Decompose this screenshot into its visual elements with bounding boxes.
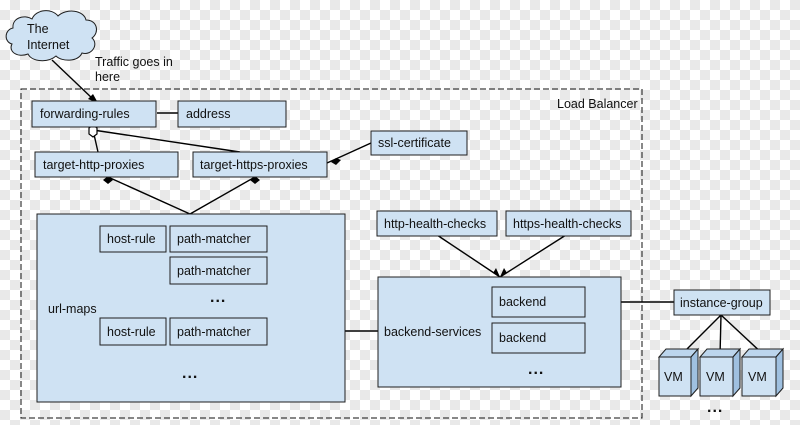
vm-node-3: VM <box>740 347 785 398</box>
diamond-icon <box>331 158 341 165</box>
url-maps-label: url-maps <box>48 302 97 316</box>
path-matcher-node-3: path-matcher <box>169 317 268 346</box>
vm-label-1: VM <box>664 370 683 384</box>
ssl-certificate-node: ssl-certificate <box>370 130 468 156</box>
url-maps-ellipsis: ... <box>182 365 198 382</box>
path-matcher-node-2: path-matcher <box>169 256 268 285</box>
internet-label-line2: Internet <box>27 38 70 52</box>
cloud-icon <box>5 10 98 62</box>
target-https-proxies-label: target-https-proxies <box>200 158 308 172</box>
backend-node-2: backend <box>491 322 586 354</box>
host-rule-label-1: host-rule <box>107 232 156 246</box>
edge-http-health-backendservices <box>436 234 501 278</box>
backend-services-label: backend-services <box>384 325 481 339</box>
internet-label-line1: The <box>27 22 49 36</box>
target-http-proxies-label: target-http-proxies <box>43 158 144 172</box>
address-node: address <box>177 100 287 128</box>
traffic-note-line2: here <box>95 70 120 84</box>
edge-https-proxy-urlmaps <box>189 176 256 215</box>
cube-side-icon <box>690 347 699 398</box>
vm-ellipsis: ... <box>707 399 723 416</box>
vm-label-2: VM <box>706 370 725 384</box>
edge-https-health-backendservices <box>499 234 567 278</box>
edge-internet-to-forwarding <box>51 59 95 101</box>
target-https-proxies-node: target-https-proxies <box>192 151 328 178</box>
backend-label-2: backend <box>499 331 546 345</box>
backend-ellipsis: ... <box>528 361 544 378</box>
path-matcher-label-3: path-matcher <box>177 325 251 339</box>
vm-box-1 <box>658 356 692 397</box>
path-matcher-label-2: path-matcher <box>177 264 251 278</box>
path-matcher-node-1: path-matcher <box>169 225 268 253</box>
forwarding-rules-node: forwarding-rules <box>31 100 157 128</box>
forwarding-rules-label: forwarding-rules <box>40 107 130 121</box>
edge-http-proxy-urlmaps <box>107 176 191 215</box>
cube-side-icon <box>775 347 784 398</box>
path-matcher-label-1: path-matcher <box>177 232 251 246</box>
path-matcher-ellipsis: ... <box>210 289 226 306</box>
https-health-checks-node: https-health-checks <box>505 210 632 237</box>
traffic-note-line1: Traffic goes in <box>95 55 173 69</box>
instance-group-label: instance-group <box>680 296 763 310</box>
vm-label-3: VM <box>748 370 767 384</box>
host-rule-node-2: host-rule <box>99 317 167 346</box>
internet-cloud: The Internet <box>5 10 98 62</box>
hollow-hexagon-icon <box>88 124 98 138</box>
host-rule-node-1: host-rule <box>99 225 167 253</box>
address-label: address <box>186 107 230 121</box>
target-http-proxies-node: target-http-proxies <box>34 151 179 178</box>
edge-forwarding-https-proxy <box>92 129 241 153</box>
host-rule-label-2: host-rule <box>107 325 156 339</box>
vm-box-2 <box>699 356 734 397</box>
diamond-icon <box>250 176 260 184</box>
vm-node-2: VM <box>698 347 742 398</box>
http-health-checks-node: http-health-checks <box>376 210 498 237</box>
diamond-icon <box>500 268 507 277</box>
diamond-icon <box>493 268 500 277</box>
vm-box-3 <box>741 356 777 397</box>
instance-group-node: instance-group <box>673 289 771 316</box>
backend-node-1: backend <box>491 286 586 318</box>
https-health-checks-label: https-health-checks <box>513 217 621 231</box>
load-balancer-label: Load Balancer <box>557 97 638 111</box>
ssl-certificate-label: ssl-certificate <box>378 136 451 150</box>
vm-node-1: VM <box>657 347 700 398</box>
backend-label-1: backend <box>499 295 546 309</box>
cube-side-icon <box>732 347 741 398</box>
diamond-icon <box>103 176 113 184</box>
load-balancer-container <box>20 88 643 419</box>
http-health-checks-label: http-health-checks <box>384 217 486 231</box>
